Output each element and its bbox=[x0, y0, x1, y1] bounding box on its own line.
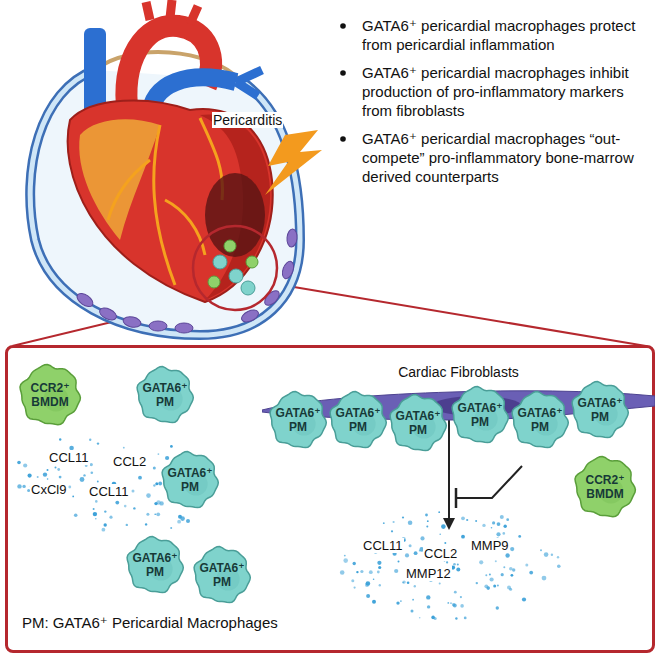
legend-note: PM: GATA6⁺ Pericardial Macrophages bbox=[20, 614, 280, 632]
pericardial-macrophage: GATA6⁺ PM bbox=[161, 451, 219, 509]
pericardium-layer bbox=[30, 70, 300, 335]
cell-label: GATA6⁺ PM bbox=[394, 409, 442, 437]
pericardium bbox=[30, 70, 300, 335]
cell-label: GATA6⁺ PM bbox=[456, 401, 504, 429]
heart bbox=[68, 101, 273, 302]
zoom-circle bbox=[193, 226, 277, 310]
pericardial-macrophage: GATA6⁺ PM bbox=[126, 536, 184, 594]
chemokine-label: CCL11 bbox=[362, 538, 404, 553]
zoom-panel: PM: GATA6⁺ Pericardial Macrophages Cardia… bbox=[5, 345, 655, 653]
chemokine-label: MMP9 bbox=[470, 538, 510, 553]
zoom-line bbox=[276, 284, 652, 345]
cell-label: GATA6⁺ PM bbox=[131, 551, 179, 579]
coronary-arteries bbox=[108, 118, 223, 285]
cell-label: GATA6⁺ PM bbox=[516, 406, 564, 434]
pericardial-macrophage: GATA6⁺ PM bbox=[193, 546, 251, 604]
pericardial-macrophage: GATA6⁺ PM bbox=[389, 394, 447, 452]
chemokine-label: CCL11 bbox=[88, 484, 130, 499]
cell-label: GATA6⁺ PM bbox=[198, 561, 246, 589]
bullet-dots bbox=[340, 23, 346, 142]
chemokine-label: MMP12 bbox=[405, 566, 452, 581]
cell-label: GATA6⁺ PM bbox=[141, 381, 189, 409]
bullet-text: GATA6⁺ pericardial macrophages inhibit p… bbox=[362, 63, 652, 120]
cell-label: GATA6⁺ PM bbox=[576, 396, 624, 424]
cell-label: CCR2⁺ BMDM bbox=[24, 381, 76, 409]
pericardial-macrophage: GATA6⁺ PM bbox=[269, 391, 327, 449]
chemokine-label: CxCl9 bbox=[30, 482, 67, 497]
inhibition-line bbox=[457, 466, 522, 498]
cell-label: GATA6⁺ PM bbox=[166, 466, 214, 494]
pericardial-macrophage: GATA6⁺ PM bbox=[329, 391, 387, 449]
cell-label: CCR2⁺ BMDM bbox=[579, 473, 631, 501]
condition-label: Pericarditis bbox=[212, 112, 283, 128]
infarct bbox=[205, 173, 265, 257]
fibroblast-label: Cardiac Fibroblasts bbox=[262, 364, 655, 380]
pericardial-macrophage: GATA6⁺ PM bbox=[451, 386, 509, 444]
bullet-text: GATA6⁺ pericardial macrophages “out-comp… bbox=[362, 129, 652, 186]
production-arrow bbox=[448, 420, 450, 520]
bmdm-macrophage: CCR2⁺ BMDM bbox=[574, 456, 636, 518]
chemokine-label: CCL11 bbox=[48, 450, 90, 465]
small-macrophages bbox=[208, 240, 258, 295]
pulmonary-branches bbox=[236, 70, 262, 96]
inhibition-bar bbox=[455, 488, 458, 508]
pericardial-cells bbox=[75, 229, 298, 333]
epicardial-fat bbox=[79, 119, 160, 240]
chemokine-dots bbox=[17, 438, 560, 620]
pericardial-macrophage: GATA6⁺ PM bbox=[571, 381, 629, 439]
arteries bbox=[146, 0, 198, 24]
pericardial-macrophage: GATA6⁺ PM bbox=[511, 391, 569, 449]
chemokine-label: CCL2 bbox=[423, 546, 458, 561]
bmdm-macrophage: CCR2⁺ BMDM bbox=[19, 364, 81, 426]
arrow-head bbox=[443, 518, 455, 530]
chemokine-label: CCL2 bbox=[112, 454, 147, 469]
lightning-bolt bbox=[265, 130, 322, 195]
cell-label: GATA6⁺ PM bbox=[274, 406, 322, 434]
pericardial-macrophage: GATA6⁺ PM bbox=[136, 366, 194, 424]
bullet-text: GATA6⁺ pericardial macrophages protect f… bbox=[362, 16, 652, 54]
heart-illustration bbox=[0, 0, 664, 345]
cell-label: GATA6⁺ PM bbox=[334, 406, 382, 434]
